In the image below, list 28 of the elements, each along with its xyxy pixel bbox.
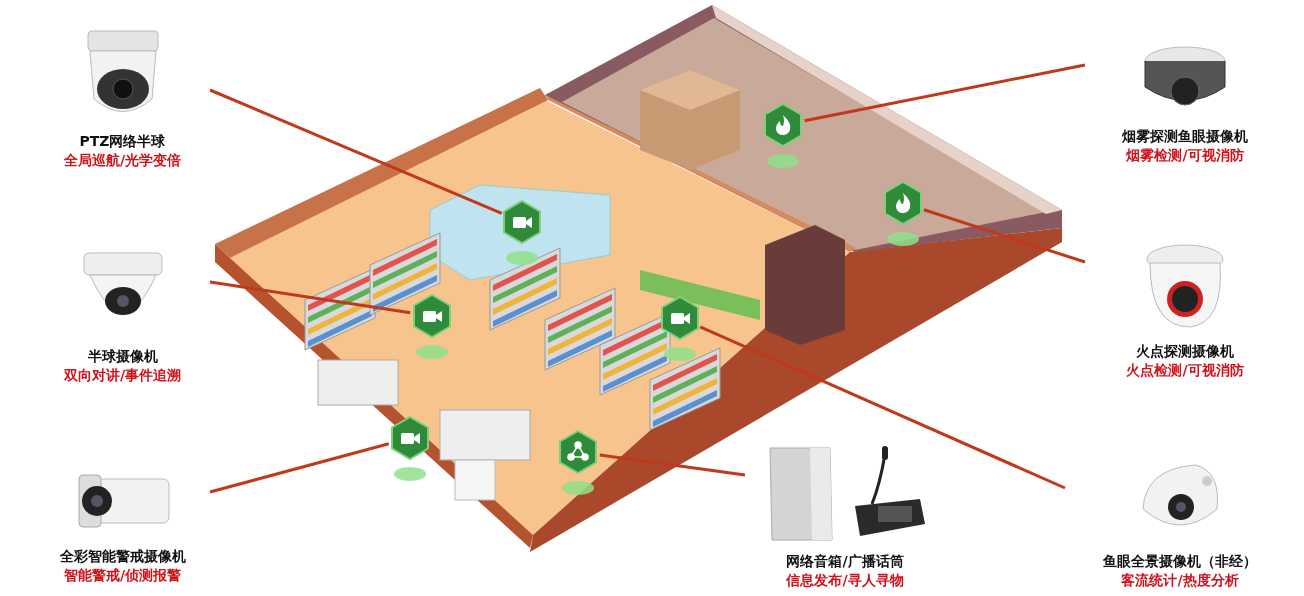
fire-marker-icon [883, 181, 923, 225]
leader-line [599, 453, 746, 477]
leader-line [209, 280, 411, 315]
camera-marker-icon [412, 294, 452, 338]
leader-line [209, 88, 503, 215]
product-name: 全彩智能警戒摄像机 [59, 547, 186, 566]
fire-marker-icon [763, 103, 803, 147]
leader-line [923, 208, 1086, 264]
product-name: 半球摄像机 [87, 347, 158, 366]
product-name: 鱼眼全景摄像机（非经） [1103, 552, 1257, 571]
feature-text: 火点检测/可视消防 [1126, 361, 1244, 380]
product-name: 网络音箱/广播话筒 [786, 552, 904, 571]
feature-text: 智能警戒/侦测报警 [63, 566, 182, 585]
feature-text: 烟雾检测/可视消防 [1126, 146, 1244, 165]
leader-line [699, 325, 1066, 490]
product-name: 火点探测摄像机 [1136, 342, 1234, 361]
leader-line [209, 442, 390, 494]
feature-text: 全局巡航/光学变倍 [63, 151, 182, 170]
network-marker-icon [558, 430, 598, 474]
camera-marker-icon [502, 200, 542, 244]
feature-text: 客流统计/热度分析 [1121, 571, 1239, 590]
camera-marker-icon [390, 416, 430, 460]
feature-text: 双向对讲/事件追溯 [63, 366, 182, 385]
feature-text: 信息发布/寻人寻物 [786, 571, 904, 590]
camera-marker-icon [660, 296, 700, 340]
product-name: 烟雾探测鱼眼摄像机 [1122, 127, 1248, 146]
product-name: PTZ网络半球 [79, 132, 166, 151]
leader-line [804, 63, 1086, 123]
